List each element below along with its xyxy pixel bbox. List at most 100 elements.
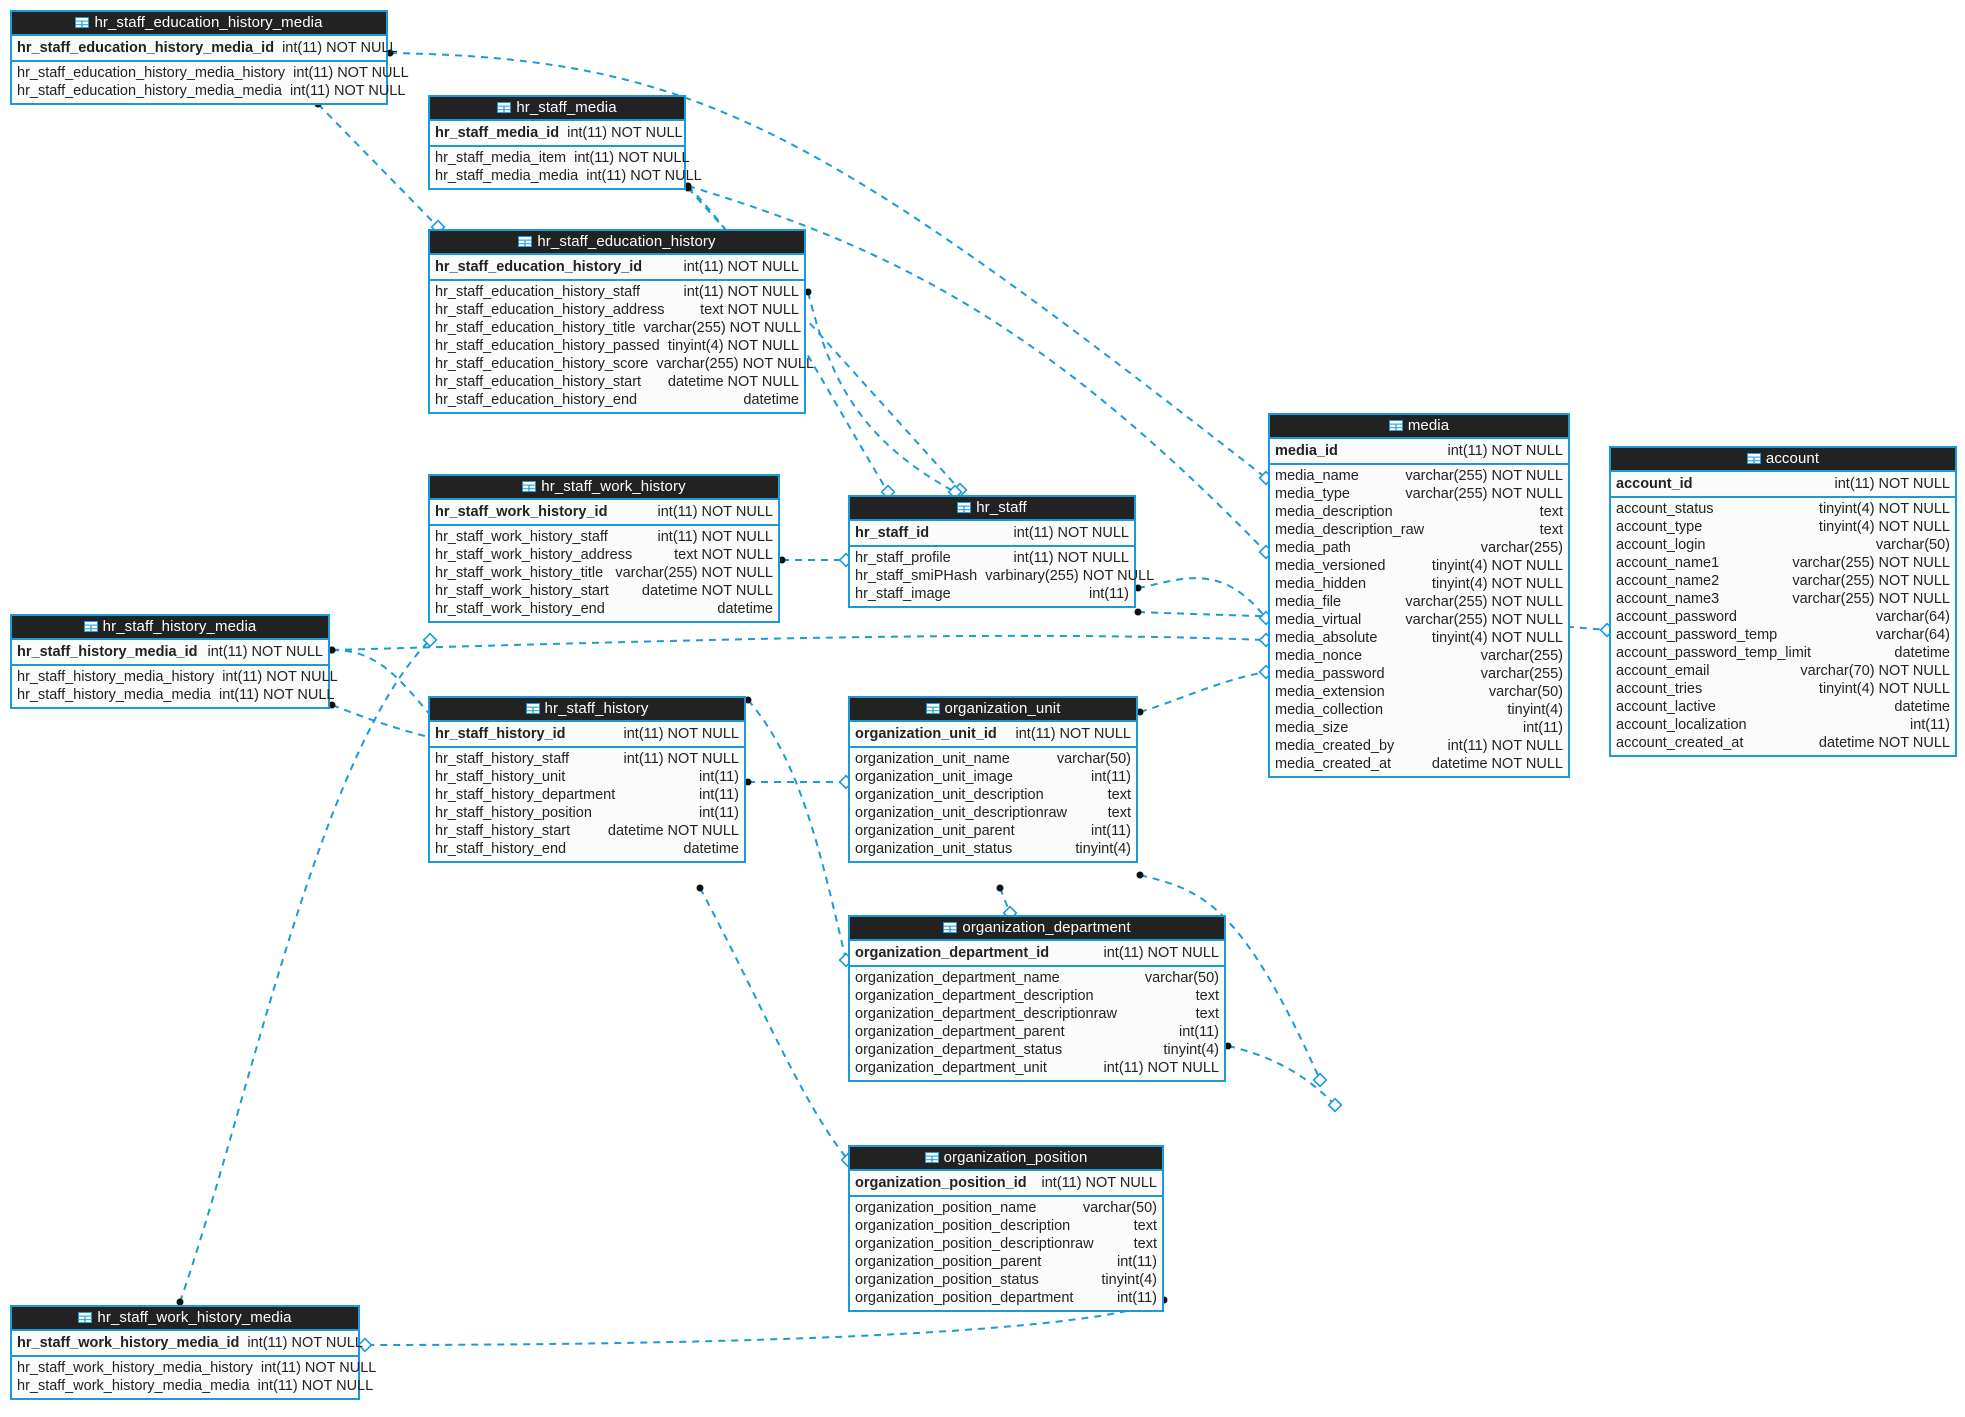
- entity-header-account[interactable]: account: [1611, 448, 1955, 472]
- entity-header-organization_department[interactable]: organization_department: [850, 917, 1224, 941]
- field-row[interactable]: hr_staff_education_history_media_history…: [12, 64, 409, 82]
- entity-header-hr_staff_work_history[interactable]: hr_staff_work_history: [430, 476, 778, 500]
- entity-header-organization_unit[interactable]: organization_unit: [850, 698, 1136, 722]
- entity-header-hr_staff_history[interactable]: hr_staff_history: [430, 698, 744, 722]
- entity-header-hr_staff_media[interactable]: hr_staff_media: [430, 97, 684, 121]
- entity-header-organization_position[interactable]: organization_position: [850, 1147, 1162, 1171]
- entity-header-hr_staff[interactable]: hr_staff: [850, 497, 1134, 521]
- entity-header-hr_staff_work_history_media[interactable]: hr_staff_work_history_media: [12, 1307, 358, 1331]
- entity-header-media[interactable]: media: [1270, 415, 1568, 439]
